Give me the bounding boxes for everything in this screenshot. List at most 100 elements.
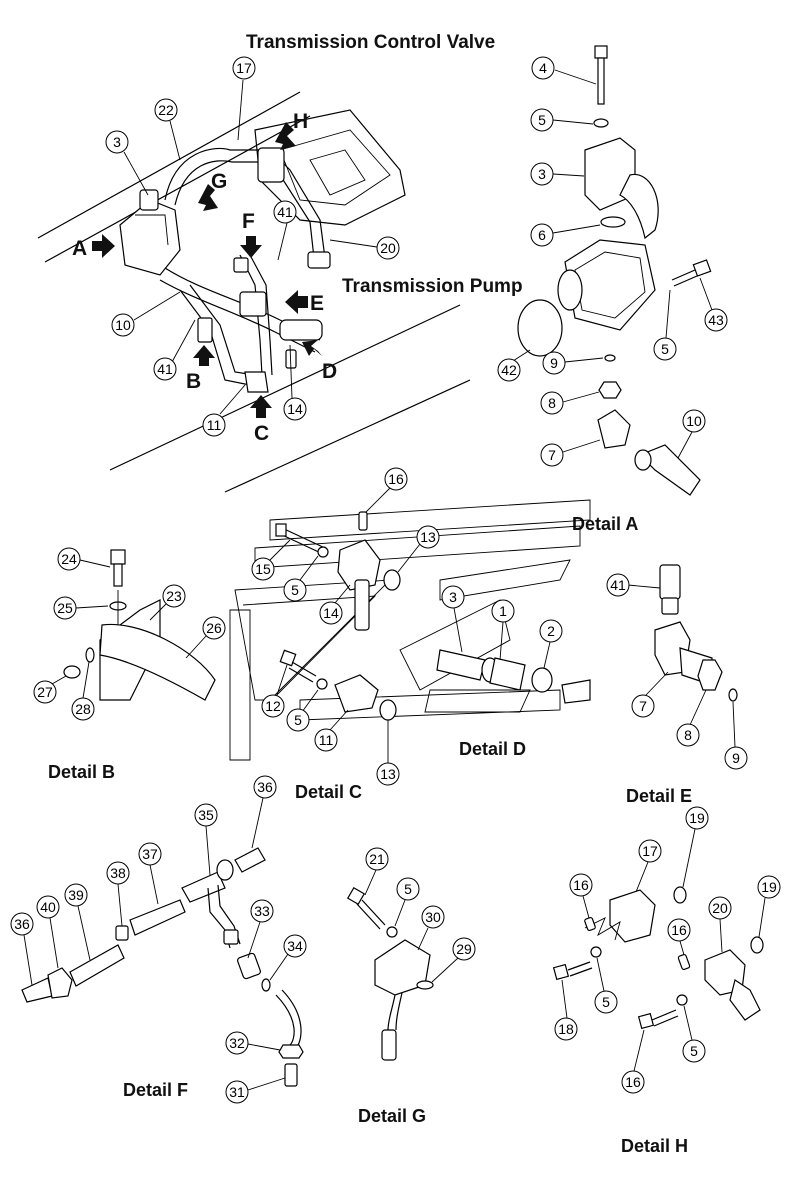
svg-text:D: D	[322, 360, 337, 383]
label-detail-f: Detail F	[123, 1080, 188, 1100]
callout-f-36-left: 36	[10, 912, 34, 986]
callout-b-24: 24	[57, 547, 111, 571]
svg-text:41: 41	[610, 577, 626, 593]
svg-text:31: 31	[229, 1084, 245, 1100]
callout-b-25: 25	[53, 596, 109, 620]
svg-text:17: 17	[236, 60, 252, 76]
svg-text:26: 26	[206, 620, 222, 636]
callout-pump-10: 10	[677, 409, 706, 459]
callout-main-11: 11	[202, 384, 246, 437]
callout-f-35: 35	[194, 803, 218, 876]
callout-f-38: 38	[106, 861, 130, 927]
svg-text:A: A	[72, 237, 87, 260]
callout-c-13-bottom: 13	[376, 720, 400, 786]
callout-c-12: 12	[261, 664, 288, 718]
svg-text:25: 25	[57, 600, 73, 616]
main-assembly	[37, 91, 471, 493]
callout-f-31: 31	[225, 1077, 286, 1104]
svg-text:12: 12	[265, 698, 281, 714]
svg-text:22: 22	[158, 102, 174, 118]
svg-text:20: 20	[380, 240, 396, 256]
callout-c-13-top: 13	[397, 525, 440, 573]
svg-text:7: 7	[639, 698, 647, 714]
detail-h-assembly	[552, 886, 764, 1030]
label-detail-g: Detail G	[358, 1106, 426, 1126]
svg-text:42: 42	[501, 362, 517, 378]
callout-f-32: 32	[225, 1031, 281, 1055]
callout-h-5-right: 5	[682, 1005, 706, 1063]
svg-text:9: 9	[550, 355, 558, 371]
callout-e-8: 8	[676, 689, 707, 747]
svg-text:40: 40	[40, 899, 56, 915]
svg-text:8: 8	[684, 727, 692, 743]
callout-b-27: 27	[33, 675, 67, 704]
svg-text:19: 19	[761, 879, 777, 895]
callout-g-5: 5	[394, 877, 420, 927]
callout-g-29: 29	[431, 937, 476, 983]
svg-text:32: 32	[229, 1035, 245, 1051]
callout-c-14: 14	[319, 584, 351, 625]
title-transmission-pump: Transmission Pump	[342, 276, 523, 297]
svg-text:E: E	[310, 292, 324, 315]
svg-text:4: 4	[539, 60, 547, 76]
svg-text:23: 23	[166, 588, 182, 604]
svg-text:5: 5	[661, 341, 669, 357]
svg-text:41: 41	[157, 361, 173, 377]
callout-g-21: 21	[364, 847, 389, 896]
label-detail-d: Detail D	[459, 739, 526, 759]
detail-g-assembly	[346, 886, 434, 1061]
svg-text:H: H	[293, 110, 308, 133]
callout-f-36-right: 36	[251, 775, 277, 849]
svg-text:8: 8	[548, 395, 556, 411]
svg-text:41: 41	[277, 204, 293, 220]
view-arrow-d: D	[302, 340, 337, 383]
label-detail-e: Detail E	[626, 786, 692, 806]
detail-f-assembly	[21, 847, 304, 1087]
svg-text:18: 18	[558, 1021, 574, 1037]
svg-text:15: 15	[255, 561, 271, 577]
svg-text:21: 21	[369, 851, 385, 867]
view-arrow-f: F	[240, 210, 262, 258]
callout-g-30: 30	[417, 905, 445, 951]
svg-text:13: 13	[420, 529, 436, 545]
callout-main-41-bottom: 41	[153, 319, 196, 381]
view-arrow-h: H	[275, 110, 308, 150]
view-arrow-e: E	[285, 290, 324, 315]
svg-text:29: 29	[456, 941, 472, 957]
callout-main-41-top: 41	[273, 200, 297, 261]
svg-text:B: B	[186, 370, 201, 393]
callout-f-33: 33	[247, 899, 274, 959]
label-detail-a: Detail A	[572, 514, 638, 534]
callout-pump-5-right: 5	[653, 289, 677, 361]
detail-e-assembly	[654, 564, 738, 702]
callout-e-7: 7	[631, 671, 669, 718]
svg-text:C: C	[254, 422, 269, 445]
svg-text:14: 14	[323, 605, 339, 621]
callout-c-11: 11	[314, 709, 349, 752]
svg-text:2: 2	[547, 623, 555, 639]
svg-text:5: 5	[294, 712, 302, 728]
callout-f-37: 37	[138, 842, 162, 905]
svg-text:17: 17	[642, 843, 658, 859]
svg-text:16: 16	[573, 877, 589, 893]
callout-pump-5-top: 5	[530, 108, 594, 132]
svg-text:20: 20	[712, 900, 728, 916]
callout-pump-3: 3	[530, 162, 585, 186]
svg-text:27: 27	[37, 684, 53, 700]
callout-h-19-top: 19	[682, 806, 709, 888]
callout-c-15: 15	[251, 539, 291, 581]
callout-h-20: 20	[708, 896, 732, 953]
svg-text:9: 9	[732, 750, 740, 766]
svg-text:6: 6	[538, 227, 546, 243]
svg-text:11: 11	[319, 732, 334, 748]
label-detail-h: Detail H	[621, 1136, 688, 1156]
callout-main-3: 3	[105, 130, 149, 196]
svg-text:10: 10	[115, 317, 131, 333]
callout-h-16-mid: 16	[667, 918, 691, 956]
callout-b-26: 26	[185, 616, 226, 659]
callout-pump-7: 7	[540, 439, 601, 467]
title-transmission-control-valve: Transmission Control Valve	[246, 32, 495, 53]
callout-pump-6: 6	[530, 223, 601, 247]
callout-h-19-right: 19	[757, 875, 781, 938]
callout-f-39: 39	[64, 883, 91, 961]
